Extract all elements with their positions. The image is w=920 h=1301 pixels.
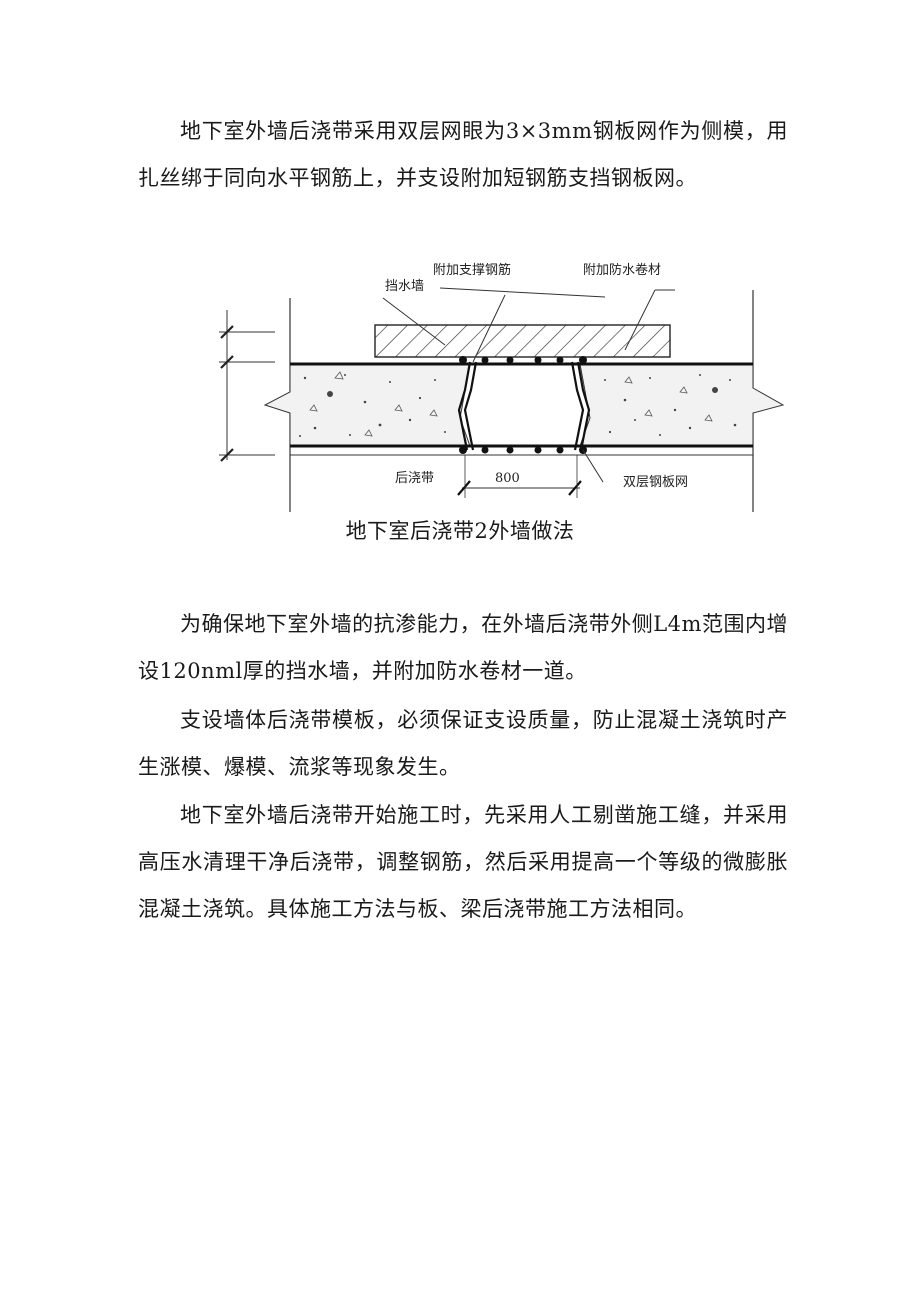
leader-retaining-wall [382,297,446,346]
label-double-mesh: 双层钢板网 [623,475,688,490]
post-pour-strip-diagram: 附加支撑钢筋 附加防水卷材 挡水墙 后浇带 800 双层钢板网 [219,262,785,512]
left-steel-mesh [457,361,472,451]
figure-caption: 地下室后浇带2外墙做法 [345,519,575,543]
label-support-rebar: 附加支撑钢筋 [433,262,511,278]
label-post-pour-strip: 后浇带 [395,471,434,486]
concrete-triangles [309,371,713,437]
label-retaining-wall: 挡水墙 [385,279,424,294]
paragraph-mesh-formwork: 地下室外墙后浇带采用双层网眼为3×3mm钢板网作为侧模，用扎丝绑于同向水平钢筋上… [138,119,788,190]
paragraph-construction-method: 地下室外墙后浇带开始施工时，先采用人工剔凿施工缝，并采用高压水清理干净后浇带，调… [138,803,788,921]
paragraph-retaining-wall: 为确保地下室外墙的抗渗能力，在外墙后浇带外侧L4m范围内增设120nml厚的挡水… [138,612,788,683]
left-concrete-wall [263,363,471,447]
label-waterproof-membrane: 附加防水卷材 [583,262,661,278]
rebar-dots [459,356,587,454]
paragraph-formwork-quality: 支设墙体后浇带模板，必须保证支设质量，防止混凝土浇筑时产生涨模、爆模、流浆等现象… [138,708,788,779]
right-steel-mesh [576,361,591,451]
leader-double-mesh [582,449,604,483]
concrete-aggregate [299,374,737,437]
label-dimension: 800 [495,471,520,486]
retaining-wall-block [374,324,671,358]
right-concrete-wall [579,363,785,447]
leader-support-rebar [439,287,606,298]
